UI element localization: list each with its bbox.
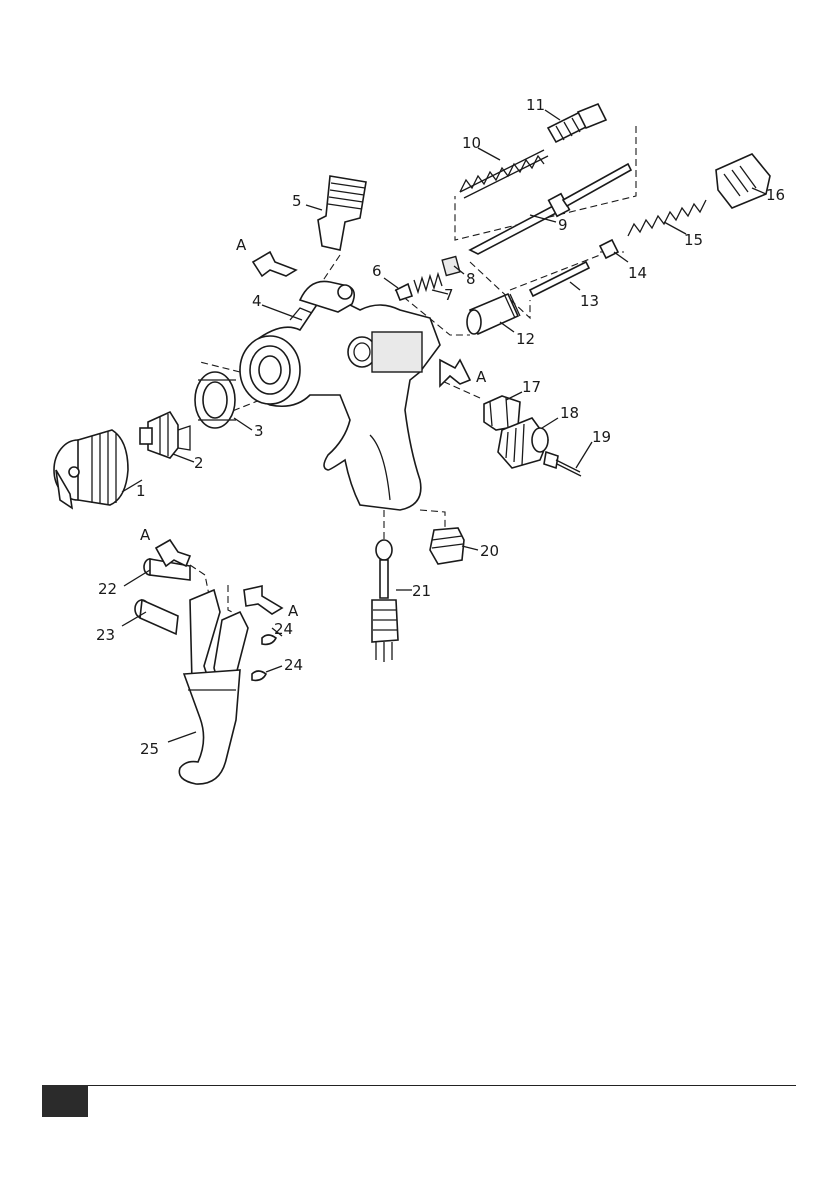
callout-8: 8: [466, 270, 476, 288]
callout-17: 17: [522, 378, 541, 396]
callout-24-upper: 24: [274, 620, 293, 638]
part-21-connector: [372, 540, 398, 662]
callout-6: 6: [372, 262, 382, 280]
section-mark-a-right: A: [476, 368, 487, 386]
callout-19: 19: [592, 428, 611, 446]
part-19-screw: [544, 452, 581, 476]
part-3-ring: [195, 372, 236, 428]
part-10-spring: [460, 150, 548, 198]
part-11-adjust-screw: [548, 104, 606, 142]
part-25-trigger: [179, 590, 248, 784]
callout-24-lower: 24: [284, 656, 303, 674]
callout-25: 25: [140, 740, 159, 758]
callout-7: 7: [444, 286, 454, 304]
part-8-nut: [442, 256, 460, 275]
callout-22: 22: [98, 580, 117, 598]
part-1-air-cap: [54, 430, 128, 508]
part-24-clips: [252, 635, 276, 680]
part-13-rod: [530, 262, 589, 296]
part-12-bushing: [467, 294, 520, 334]
page-tab-block: [42, 1085, 88, 1117]
section-mark-a-top: A: [236, 236, 247, 254]
callout-5: 5: [292, 192, 302, 210]
callout-13: 13: [580, 292, 599, 310]
callout-2: 2: [194, 454, 204, 472]
part-7-spring: [414, 274, 442, 292]
callout-16: 16: [766, 186, 785, 204]
callout-18: 18: [560, 404, 579, 422]
callout-10: 10: [462, 134, 481, 152]
callout-15: 15: [684, 231, 703, 249]
section-arrows: [156, 252, 470, 614]
part-20-nipple: [430, 528, 464, 564]
callout-4: 4: [252, 292, 262, 310]
part-14-cap: [600, 240, 618, 258]
callout-9: 9: [558, 216, 568, 234]
part-4-gun-body: [240, 281, 440, 510]
part-16-knob: [716, 154, 770, 208]
callout-11: 11: [526, 96, 545, 114]
footer-rule: [88, 1085, 796, 1086]
section-mark-a-left: A: [140, 526, 151, 544]
part-6-plug: [396, 284, 412, 300]
callout-20: 20: [480, 542, 499, 560]
section-mark-a-lower: A: [288, 602, 299, 620]
callout-14: 14: [628, 264, 647, 282]
callout-21: 21: [412, 582, 431, 600]
part-2-nozzle: [140, 412, 190, 458]
part-5-fitting: [318, 176, 366, 250]
callout-23: 23: [96, 626, 115, 644]
callout-12: 12: [516, 330, 535, 348]
callout-3: 3: [254, 422, 264, 440]
part-23-pin: [135, 600, 178, 634]
callout-1: 1: [136, 482, 146, 500]
